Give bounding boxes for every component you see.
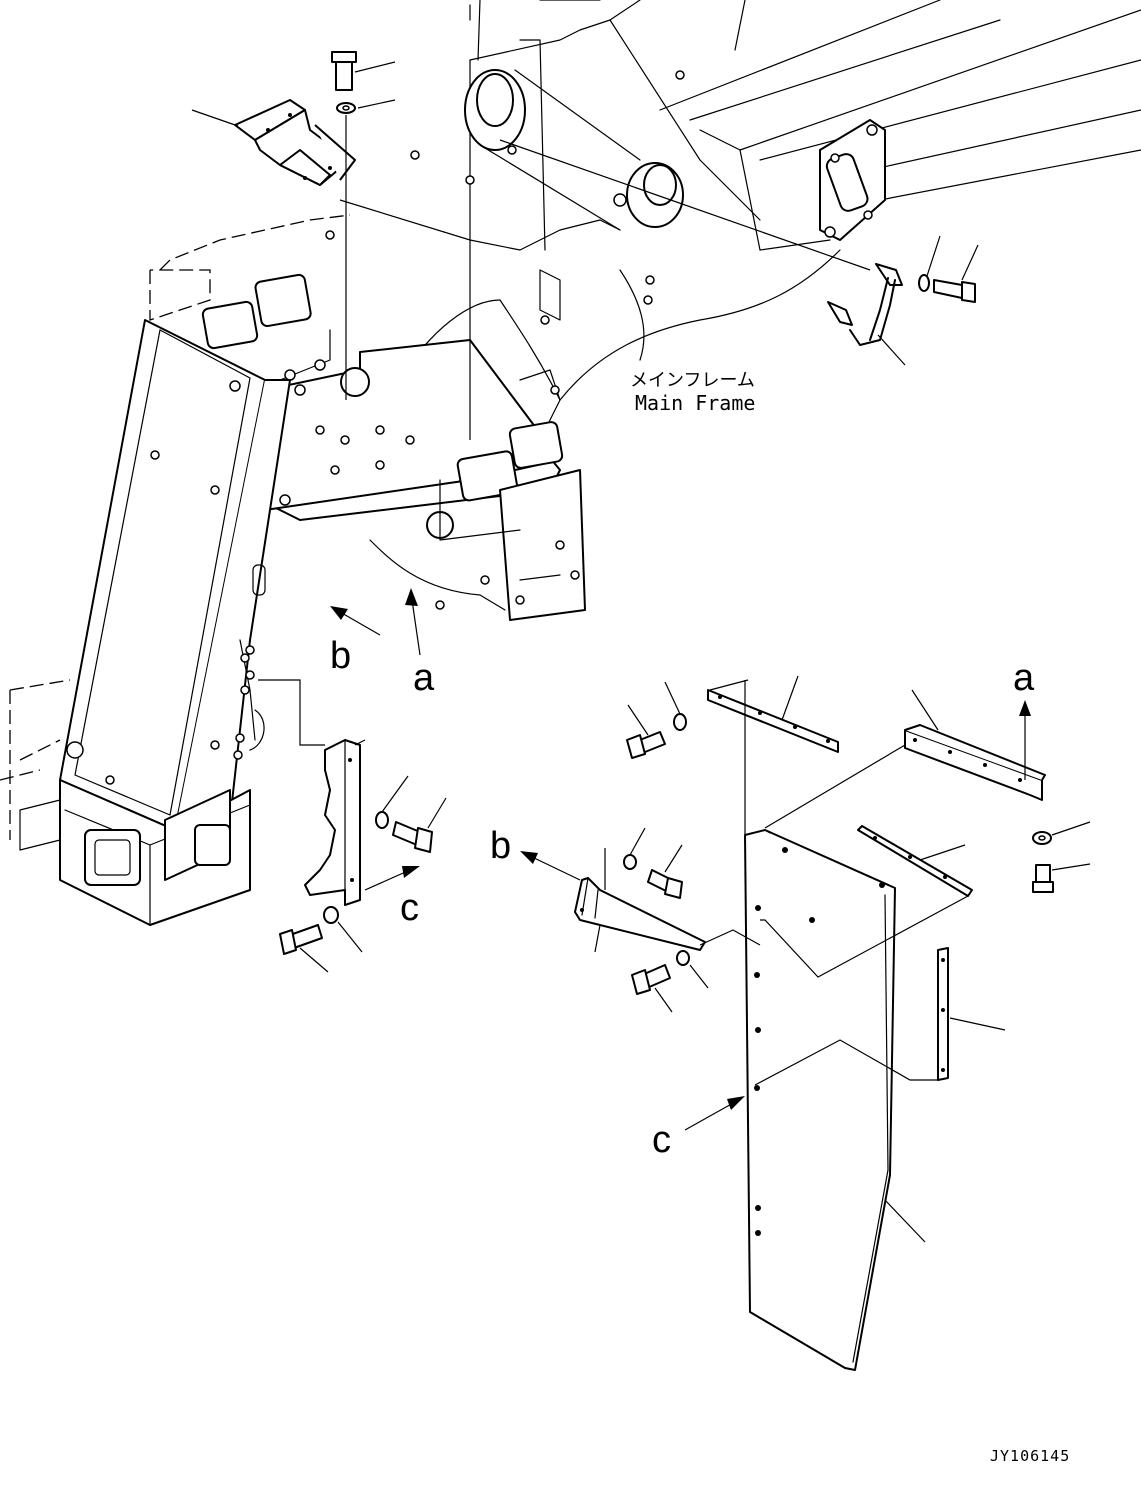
main-frame-assembly: [0, 0, 1141, 840]
left-bracket-c: [258, 679, 447, 973]
ref-a-right: a: [1013, 657, 1035, 699]
flap-plate-holes: [754, 847, 885, 1236]
drawing-code: JY106145: [990, 1447, 1070, 1465]
ref-c-right: c: [652, 1119, 671, 1161]
frame-bolt-heads: [325, 70, 685, 395]
main-frame-en-label: Main Frame: [635, 391, 755, 415]
reference-arrows: b a c a b c: [330, 588, 1035, 1161]
handle-bracket-assembly: [499, 139, 979, 366]
cross-member-holes: [259, 359, 415, 511]
ref-c-left: c: [400, 887, 419, 929]
main-frame-jp-label: メインフレーム: [630, 370, 755, 391]
right-exploded-assembly: [574, 675, 1091, 1371]
ref-b-left: b: [330, 635, 351, 677]
main-frame-label: メインフレーム Main Frame: [630, 370, 755, 415]
top-support-bracket: [191, 51, 471, 440]
ref-b-right: b: [490, 825, 511, 867]
ref-a-left: a: [413, 657, 435, 699]
cross-member: [201, 273, 586, 621]
left-vertical-post: [19, 319, 291, 926]
